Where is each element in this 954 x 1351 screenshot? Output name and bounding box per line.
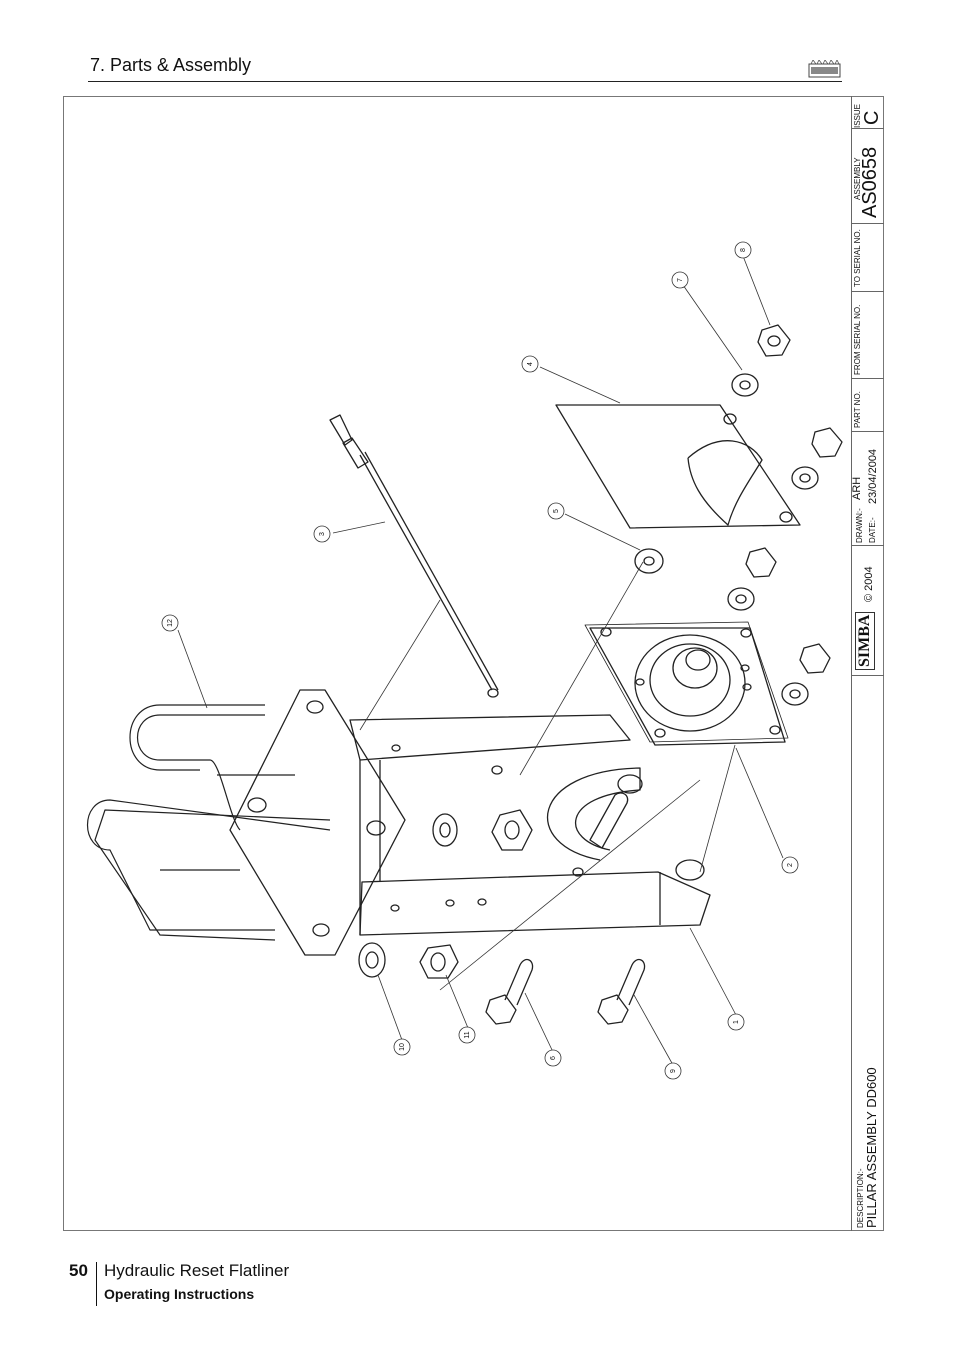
date-label: DATE:-: [868, 517, 877, 543]
simba-brand-logo: SIMBA: [855, 611, 875, 670]
callout-9: 9: [670, 1069, 677, 1073]
document-subtitle: Operating Instructions: [104, 1286, 255, 1302]
callout-6: 6: [550, 1056, 557, 1060]
callout-7: 7: [677, 278, 684, 282]
header-rule: [88, 81, 842, 82]
exploded-assembly-drawing: 1 2 3 4 5 6 7 8 9 10 11 12: [87, 241, 843, 1080]
pillar-part: [349, 714, 711, 936]
callout-5: 5: [553, 509, 560, 513]
part-no-label: PART NO.: [853, 391, 862, 428]
document-title: Hydraulic Reset Flatliner: [104, 1261, 290, 1280]
tb-divider: [851, 675, 884, 676]
issue-value: C: [861, 110, 883, 125]
callout-8: 8: [740, 248, 747, 252]
assembly-number: AS0658: [859, 146, 881, 218]
drawn-label: DRAWN:-: [855, 508, 864, 543]
to-serial-label: TO SERIAL NO.: [853, 229, 862, 287]
title-block-border: [851, 96, 852, 1231]
tb-divider: [851, 545, 884, 546]
from-serial-label: FROM SERIAL NO.: [853, 304, 862, 375]
footer-divider: [96, 1262, 97, 1306]
drawing-frame: [63, 96, 884, 1231]
callout-1: 1: [733, 1020, 740, 1024]
copyright-text: © 2004: [863, 566, 875, 602]
mounting-plate: [229, 689, 406, 956]
page-number: 50: [69, 1261, 88, 1280]
description-value: PILLAR ASSEMBLY DD600: [864, 1067, 879, 1228]
tb-divider: [851, 378, 884, 379]
callout-4: 4: [527, 362, 534, 366]
callout-2: 2: [787, 863, 794, 867]
callouts: [161, 241, 799, 1080]
tb-divider: [851, 128, 884, 129]
u-bolt-part: [87, 704, 331, 941]
tb-divider: [851, 291, 884, 292]
cover-plate-part: [555, 404, 801, 529]
leader-lines: [177, 255, 784, 1066]
date-value: 23/04/2004: [867, 448, 879, 504]
callout-11: 11: [464, 1031, 471, 1038]
callout-10: 10: [399, 1043, 406, 1051]
tb-divider: [851, 223, 884, 224]
callout-12: 12: [167, 619, 174, 627]
bearing-flange-part: [584, 621, 789, 746]
grease-line-part: [329, 414, 499, 698]
callout-3: 3: [319, 532, 326, 536]
tb-divider: [851, 431, 884, 432]
simba-logo-icon: [808, 60, 841, 78]
section-title: 7. Parts & Assembly: [90, 55, 252, 75]
